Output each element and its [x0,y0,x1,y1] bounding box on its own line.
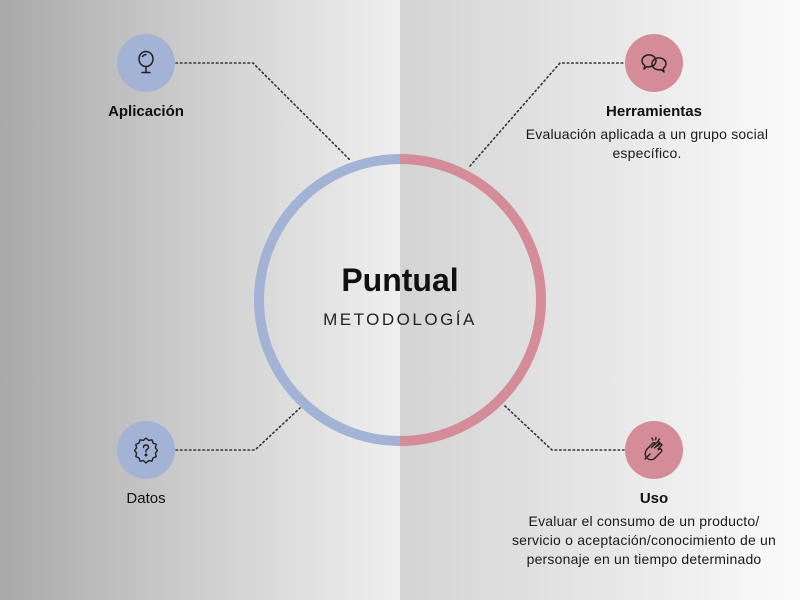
uso-description-line: personaje en un tiempo determinado [526,551,762,567]
ring-left-arc [254,154,401,446]
aplicacion-icon-circle [117,34,175,92]
background-left [0,0,400,600]
background-right [400,0,800,600]
connector-uso [504,405,625,451]
connector-aplicacion [175,62,351,161]
herramientas-description-line: específico. [612,145,682,161]
aplicacion-label: Aplicación [108,103,184,120]
uso-description-line: Evaluar el consumo de un producto/ [528,513,760,529]
uso-description-line: servicio o aceptación/conocimiento de un [511,532,777,548]
chat-bubbles-icon [641,54,667,73]
herramientas-icon-circle [625,34,683,92]
datos-icon-circle [117,421,175,479]
uso-icon-circle [625,421,683,479]
herramientas-description-line: Evaluación aplicada a un grupo social [525,126,769,142]
uso-label: Uso [639,490,669,507]
center-title: Puntual [341,262,459,298]
ring-right-arc [399,154,546,446]
mirror-icon [138,50,154,74]
uso-description: Evaluar el consumo de un producto/ servi… [488,512,800,569]
connector-herramientas [469,62,625,167]
clapping-hands-icon [644,436,663,461]
center-subtitle: METODOLOGÍA [323,310,477,329]
question-badge-icon [133,437,159,464]
herramientas-description: Evaluación aplicada a un grupo social es… [497,125,797,163]
datos-label: Datos [126,490,166,507]
herramientas-label: Herramientas [606,103,702,120]
connector-datos [175,407,301,451]
